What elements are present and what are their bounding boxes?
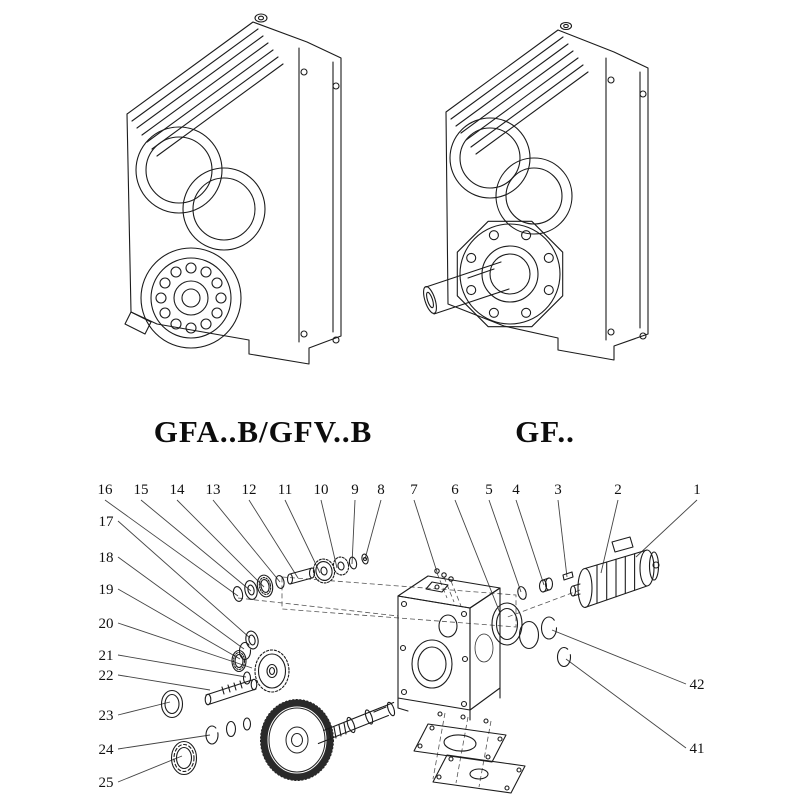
gearbox-body-outline bbox=[445, 29, 649, 361]
callout-42: 42 bbox=[690, 677, 705, 693]
gearbox-flange-mounted-drawing bbox=[124, 13, 342, 365]
right-callout-numbers: 42 41 bbox=[690, 677, 705, 757]
callout-22: 22 bbox=[99, 668, 114, 684]
callout-6: 6 bbox=[451, 482, 459, 498]
callout-19: 19 bbox=[99, 582, 114, 598]
output-gear bbox=[260, 699, 334, 781]
gasket-and-cover bbox=[413, 711, 526, 794]
callout-7: 7 bbox=[410, 482, 418, 498]
callout-9: 9 bbox=[351, 482, 359, 498]
exploded-view-svg: 16 15 14 13 12 11 10 9 8 7 6 5 4 3 2 1 1… bbox=[98, 482, 705, 794]
callout-21: 21 bbox=[99, 648, 114, 664]
panel-screws bbox=[607, 76, 647, 340]
top-callout-numbers: 16 15 14 13 12 11 10 9 8 7 6 5 4 3 2 1 bbox=[98, 482, 701, 498]
callout-10: 10 bbox=[314, 482, 329, 498]
callout-23: 23 bbox=[99, 708, 114, 724]
callout-11: 11 bbox=[278, 482, 292, 498]
callout-41: 41 bbox=[690, 741, 705, 757]
callout-3: 3 bbox=[554, 482, 562, 498]
callout-4: 4 bbox=[512, 482, 520, 498]
callout-25: 25 bbox=[99, 775, 114, 791]
gearbox-body-outline bbox=[124, 21, 342, 365]
gear-bores bbox=[135, 126, 266, 251]
figure-gf-drawing bbox=[408, 8, 700, 386]
panel-screws bbox=[300, 68, 340, 344]
oil-plug bbox=[254, 13, 268, 23]
callout-24: 24 bbox=[99, 742, 115, 758]
oil-plug bbox=[559, 21, 573, 31]
callout-2: 2 bbox=[614, 482, 622, 498]
exploded-parts-diagram: 16 15 14 13 12 11 10 9 8 7 6 5 4 3 2 1 1… bbox=[0, 478, 800, 800]
cooling-ribs bbox=[450, 36, 589, 155]
intermediate-gear-parts bbox=[204, 630, 290, 706]
callout-1: 1 bbox=[693, 482, 701, 498]
callout-leader-lines bbox=[104, 499, 698, 783]
cooling-ribs bbox=[131, 28, 284, 157]
callout-18: 18 bbox=[99, 550, 114, 566]
figure-gfab-gfvb-drawing bbox=[95, 2, 375, 398]
callout-15: 15 bbox=[134, 482, 149, 498]
model-label-gf: GF.. bbox=[515, 414, 575, 449]
model-label-gfab-gfvb: GFA..B/GFV..B bbox=[153, 414, 373, 449]
output-flange bbox=[456, 220, 564, 328]
assembly-axis-dashed-lines bbox=[237, 572, 581, 788]
input-shaft-parts-train bbox=[232, 553, 369, 602]
callout-13: 13 bbox=[206, 482, 221, 498]
callout-20: 20 bbox=[99, 616, 114, 632]
output-shaft bbox=[317, 701, 396, 745]
seal-and-bearing-parts bbox=[160, 689, 252, 776]
output-bearing bbox=[140, 247, 242, 349]
callout-14: 14 bbox=[170, 482, 186, 498]
gear-bores bbox=[449, 117, 573, 235]
callout-16: 16 bbox=[98, 482, 114, 498]
callout-12: 12 bbox=[242, 482, 257, 498]
gearbox-shaft-output-drawing bbox=[423, 21, 649, 361]
flange-and-rings bbox=[491, 571, 574, 668]
motor-unit bbox=[569, 536, 660, 609]
callout-8: 8 bbox=[377, 482, 385, 498]
output-shaft bbox=[423, 261, 510, 315]
callout-17: 17 bbox=[99, 514, 115, 530]
gear-housing bbox=[397, 575, 501, 721]
left-callout-numbers: 17 18 19 20 21 22 23 24 25 bbox=[99, 514, 115, 791]
callout-5: 5 bbox=[485, 482, 493, 498]
